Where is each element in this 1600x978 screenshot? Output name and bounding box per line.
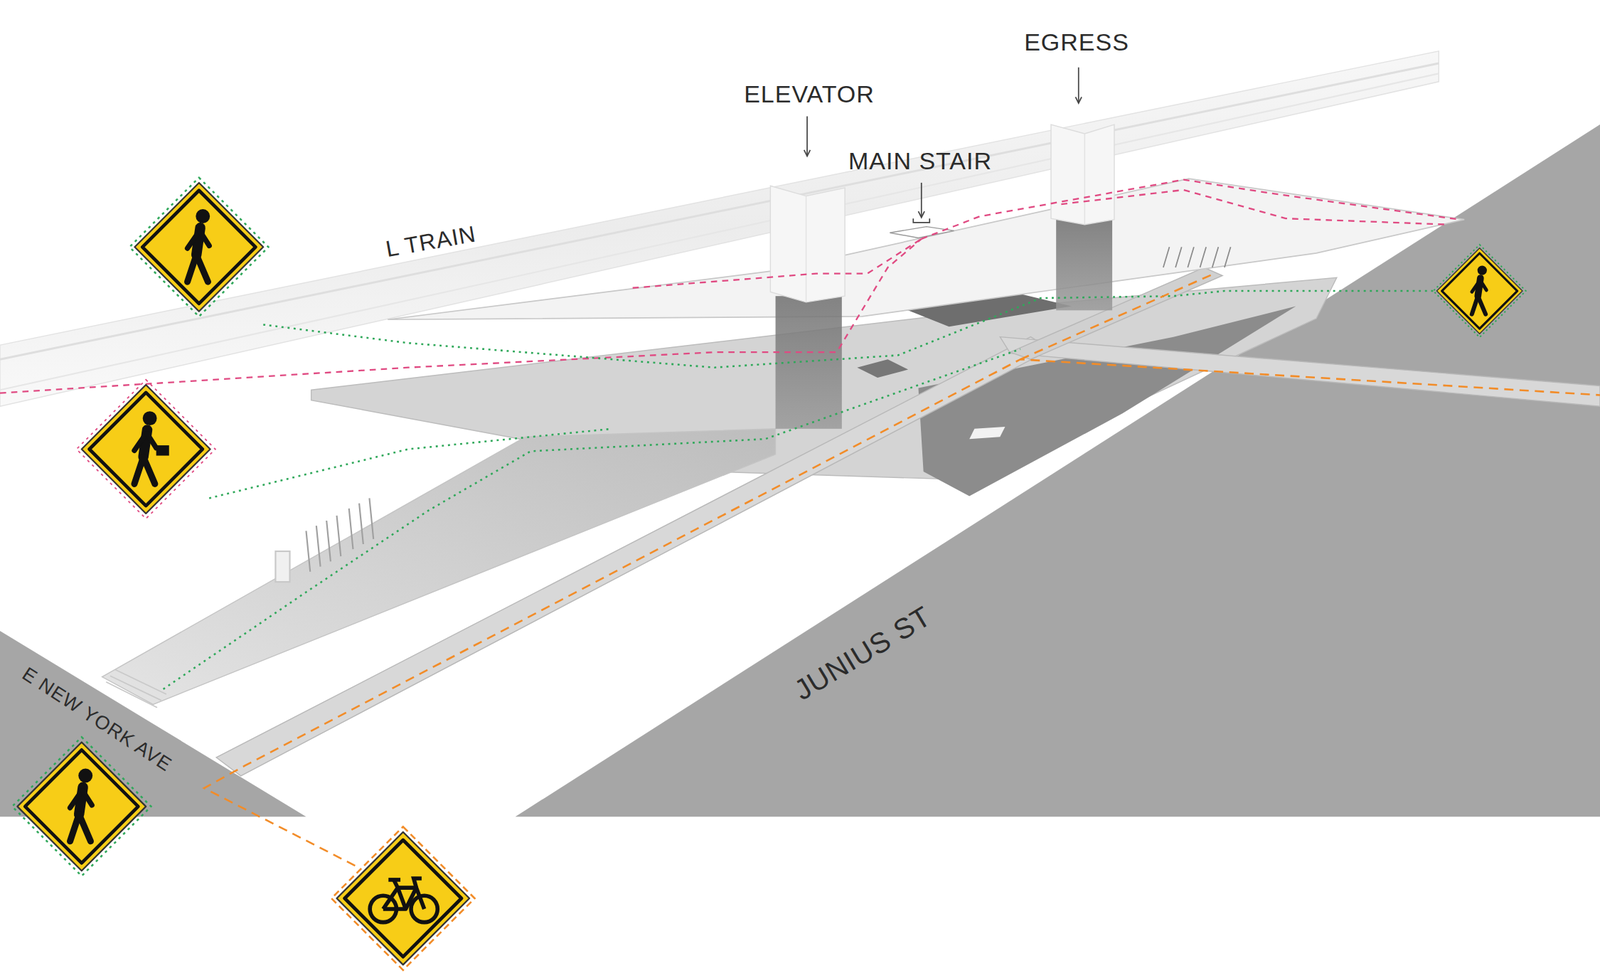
bike-path — [999, 337, 1600, 407]
elevator-shaft — [775, 295, 842, 429]
box-edge — [805, 196, 807, 303]
callout-label: EGRESS — [1024, 29, 1130, 56]
box-edge — [1084, 133, 1086, 225]
main-stair-opening — [889, 226, 954, 239]
train-circulation — [0, 179, 1460, 394]
ramp-steps — [105, 669, 167, 708]
callout-label: MAIN STAIR — [848, 147, 992, 175]
pedestrian-sign — [76, 379, 216, 519]
bike-route — [204, 273, 1600, 866]
stair — [856, 359, 909, 378]
callout-label: ELEVATOR — [743, 81, 875, 108]
bike-sign — [331, 826, 475, 970]
egress-box — [1051, 124, 1115, 225]
turnstiles — [1163, 246, 1231, 268]
pedestrian-paths — [163, 290, 1435, 690]
bike-path — [216, 337, 1052, 776]
bike-racks — [275, 497, 374, 582]
pedestrian-sign — [12, 736, 151, 876]
pedestrian-sign — [1433, 244, 1527, 338]
skylight — [969, 426, 1005, 439]
elevator-box — [770, 185, 845, 303]
pedestrian-sign — [129, 177, 269, 317]
mezzanine-shadow — [918, 306, 1296, 497]
platform — [387, 178, 1465, 320]
